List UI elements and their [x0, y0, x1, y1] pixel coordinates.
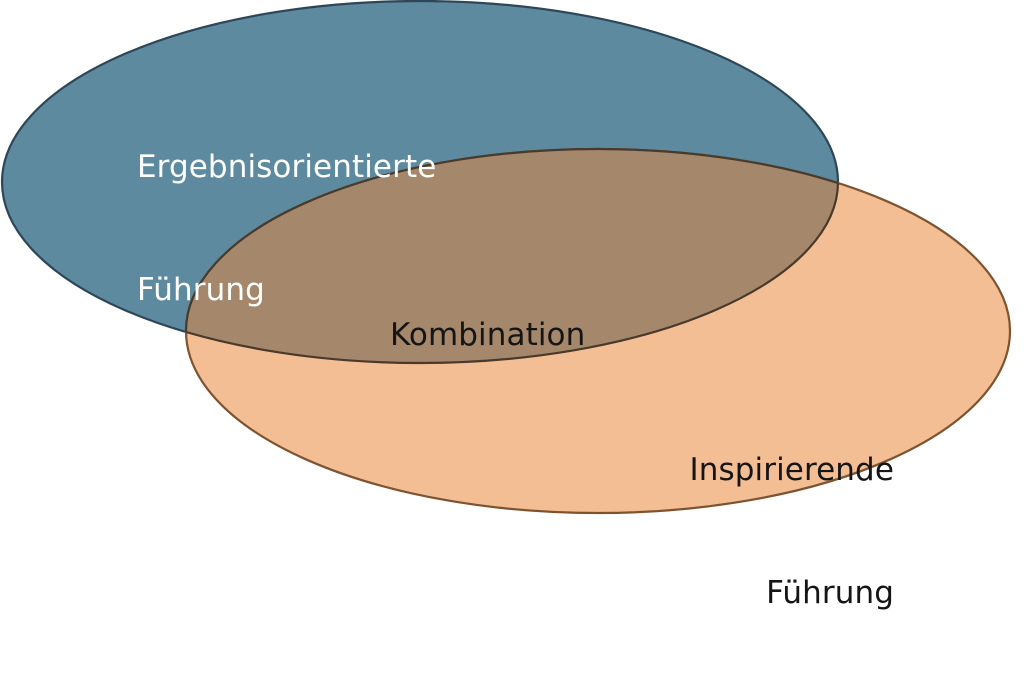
venn-right-outline-overlay: [184, 147, 838, 363]
venn-intersection-region: [186, 149, 838, 363]
venn-diagram-canvas: [1, 0, 1012, 515]
venn-diagram: Ergebnisorientierte Führung Kombination …: [1, 0, 1012, 611]
right-ellipse-outline-in-overlap: [184, 147, 838, 363]
venn-intersection-group: [186, 149, 838, 363]
venn-label-right-line-2: Führung: [766, 574, 894, 611]
